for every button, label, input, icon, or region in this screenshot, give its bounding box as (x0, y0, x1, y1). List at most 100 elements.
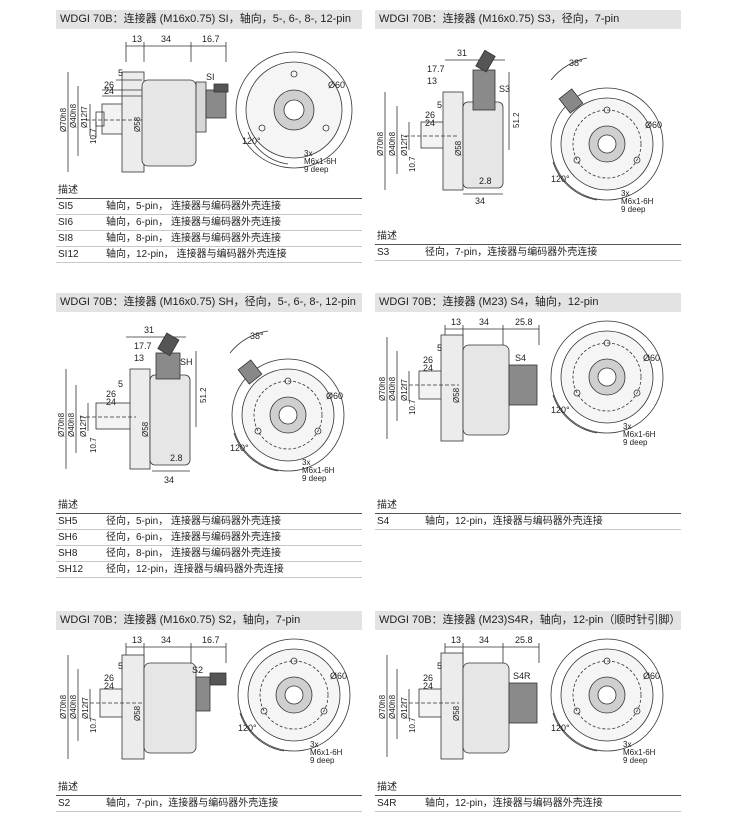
dim-31: 31 (457, 48, 467, 58)
angle-120: 120° (551, 174, 570, 184)
dim-5: 5 (118, 379, 123, 389)
dim-24: 24 (423, 681, 433, 691)
dim-26: 26 (423, 355, 433, 365)
dim-12: Ø12f7 (400, 379, 409, 401)
hole-thread: M6x1-6H (623, 748, 656, 757)
dim-24: 24 (106, 397, 116, 407)
description-label: 描述 (56, 499, 362, 514)
row-text: 轴向，5-pin， 连接器与编码器外壳连接 (106, 201, 282, 212)
dim-26: 26 (104, 673, 114, 683)
dim-51-2: 51.2 (512, 112, 521, 128)
dimension-drawing: 13 34 16.7 5 26 24 SI Ø60 120° 3x M6x1-6… (59, 34, 353, 174)
drawing-si: 13 34 16.7 5 26 24 SI Ø60 120° 3x M6x1-6… (56, 32, 362, 190)
hole-depth: 9 deep (623, 438, 648, 447)
dim-51-2: 51.2 (199, 387, 208, 403)
hole-depth: 9 deep (310, 756, 335, 765)
row-text: 轴向，8-pin， 连接器与编码器外壳连接 (106, 233, 282, 244)
panel-title: WDGI 70B：连接器 (M23) S4，轴向，12-pin (375, 293, 681, 312)
drawing-s3: 31 17.7 13 5 26 24 S3 2.8 34 38° Ø60 120… (375, 32, 681, 232)
dim-58: Ø58 (133, 705, 142, 721)
dim-12: Ø12f7 (400, 134, 409, 156)
dim-10-7: 10.7 (89, 717, 98, 733)
dim-13: 13 (427, 76, 437, 86)
dimension-drawing: 13 34 25.8 5 26 24 S4R Ø60 120° 3x M6x1-… (378, 635, 664, 765)
dim-13: 13 (132, 34, 142, 44)
panel-s3: WDGI 70B：连接器 (M16x0.75) S3，径向，7-pin (375, 10, 681, 261)
dim-40: Ø40h8 (69, 694, 78, 719)
description-label: 描述 (56, 781, 362, 796)
dim-16-7: 16.7 (202, 34, 220, 44)
dimension-drawing: 13 34 16.7 5 26 24 S2 Ø60 120° 3x M6x1-6… (59, 635, 351, 765)
panel-title: WDGI 70B：连接器 (M16x0.75) S2，轴向，7-pin (56, 611, 362, 630)
angle-38: 38° (569, 58, 583, 68)
dim-13: 13 (134, 353, 144, 363)
hole-thread: M6x1-6H (623, 430, 656, 439)
dim-24: 24 (423, 363, 433, 373)
row-code: SH6 (58, 532, 78, 543)
row-code: SI12 (58, 249, 79, 260)
dim-12: Ø12f7 (400, 697, 409, 719)
dimension-drawing: 31 17.7 13 5 26 24 S3 2.8 34 38° Ø60 120… (376, 48, 664, 214)
hole-depth: 9 deep (623, 756, 648, 765)
angle-120: 120° (242, 136, 261, 146)
panel-s4: WDGI 70B：连接器 (M23) S4，轴向，12-pin (375, 293, 681, 530)
row-code: S4R (377, 798, 397, 809)
dim-5: 5 (118, 661, 123, 671)
row-text: 径向，7-pin，连接器与编码器外壳连接 (425, 247, 598, 258)
row-text: 径向，5-pin， 连接器与编码器外壳连接 (106, 516, 282, 527)
dim-70: Ø70h8 (378, 694, 387, 719)
row-text: 径向，8-pin， 连接器与编码器外壳连接 (106, 548, 282, 559)
dim-16-7: 16.7 (202, 635, 220, 645)
dim-40: Ø40h8 (67, 412, 76, 437)
panel-s2: WDGI 70B：连接器 (M16x0.75) S2，轴向，7-pin (56, 611, 362, 812)
dimension-drawing: 31 17.7 13 5 26 24 SH 2.8 34 38° Ø60 120… (57, 325, 345, 485)
hole-thread: M6x1-6H (304, 157, 337, 166)
dim-24: 24 (425, 118, 435, 128)
dim-34: 34 (479, 635, 489, 645)
hole-depth: 9 deep (621, 205, 646, 214)
dim-5: 5 (118, 68, 123, 78)
panel-sh: WDGI 70B：连接器 (M16x0.75) SH，径向，5-, 6-, 8-… (56, 293, 362, 578)
angle-120: 120° (238, 723, 257, 733)
hole-count: 3x (304, 149, 312, 158)
dim-60: Ø60 (643, 671, 660, 681)
dim-70: Ø70h8 (59, 107, 68, 132)
dim-34: 34 (475, 196, 485, 206)
panel-title: WDGI 70B：连接器 (M23)S4R，轴向，12-pin（顺时针引脚） (375, 611, 681, 630)
dim-2-8: 2.8 (479, 176, 492, 186)
dim-58: Ø58 (141, 421, 150, 437)
row-code: SI8 (58, 233, 74, 244)
table-row: SI8 轴向，8-pin， 连接器与编码器外壳连接 (56, 231, 362, 247)
dim-10-7: 10.7 (408, 717, 417, 733)
angle-38: 38° (250, 331, 264, 341)
dim-34: 34 (161, 635, 171, 645)
dim-17-7: 17.7 (134, 341, 152, 351)
panel-title: WDGI 70B：连接器 (M16x0.75) S3，径向，7-pin (375, 10, 681, 29)
row-code: SH5 (58, 516, 78, 527)
row-text: 轴向，7-pin，连接器与编码器外壳连接 (106, 798, 279, 809)
dim-40: Ø40h8 (69, 103, 78, 128)
dim-70: Ø70h8 (378, 376, 387, 401)
hole-depth: 9 deep (304, 165, 329, 174)
drawing-s2: 13 34 16.7 5 26 24 S2 Ø60 120° 3x M6x1-6… (56, 633, 362, 783)
row-code: S2 (58, 798, 71, 809)
description-label: 描述 (375, 499, 681, 514)
dim-13: 13 (451, 635, 461, 645)
dim-58: Ø58 (452, 387, 461, 403)
row-code: SI6 (58, 217, 74, 228)
hole-count: 3x (621, 189, 629, 198)
table-row: S2 轴向，7-pin，连接器与编码器外壳连接 (56, 796, 362, 812)
dim-25-8: 25.8 (515, 317, 533, 327)
dim-40: Ø40h8 (388, 694, 397, 719)
angle-120: 120° (551, 405, 570, 415)
dim-34: 34 (164, 475, 174, 485)
